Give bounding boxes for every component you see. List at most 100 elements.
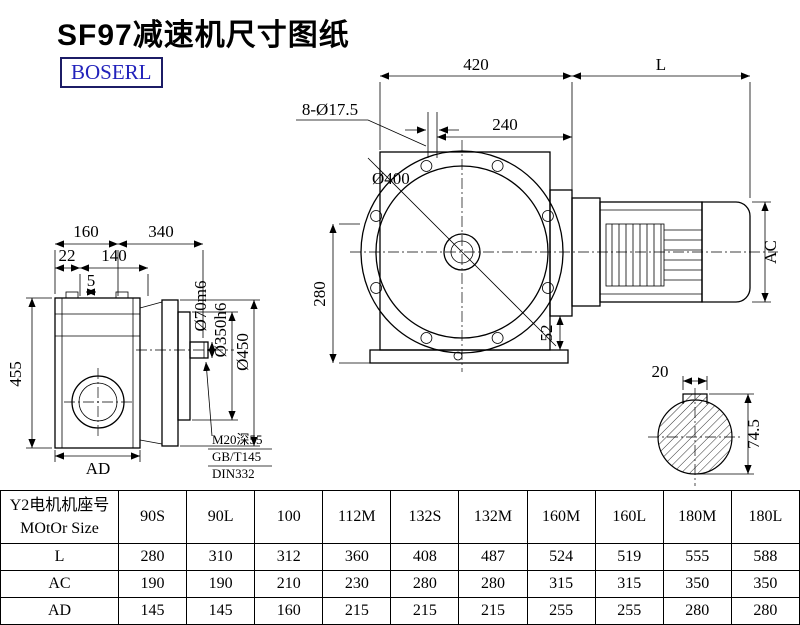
dim-450: Ø450	[180, 299, 260, 447]
table-cell: 280	[730, 597, 800, 625]
table-cell: 190	[186, 570, 256, 598]
table-cell: 519	[594, 543, 664, 571]
dim-240: 240	[437, 115, 572, 141]
dim-22-label: 22	[59, 246, 76, 265]
thread-note-line1: M20深55	[212, 432, 263, 447]
table-cell: 487	[458, 543, 528, 571]
dim-74-5-label: 74.5	[744, 419, 763, 449]
column-header: 132S	[390, 490, 460, 544]
column-header: 160M	[526, 490, 596, 544]
table-header-en: MOtOr Size	[20, 520, 99, 537]
dim-L: L	[572, 55, 751, 198]
thread-note: M20深55 GB/T145 DIN332	[203, 361, 272, 481]
column-header: 100	[254, 490, 324, 544]
dim-70m6: Ø70m6	[191, 281, 216, 358]
dim-450-label: Ø450	[233, 333, 252, 371]
dim-20-label: 20	[652, 362, 669, 381]
column-header: 112M	[322, 490, 392, 544]
table-cell: 350	[730, 570, 800, 598]
column-header: 160L	[594, 490, 664, 544]
table-cell: 555	[662, 543, 732, 571]
dim-350h6-label: Ø350h6	[211, 303, 230, 358]
table-row-AD: AD 145 145 160 215 215 215 255 255 280 2…	[0, 597, 800, 625]
dim-AD: AD	[54, 450, 141, 478]
dim-52-label: 52	[537, 325, 556, 342]
dim-140-label: 140	[101, 246, 127, 265]
dim-70m6-label: Ø70m6	[191, 281, 210, 332]
dim-280-label: 280	[310, 281, 329, 307]
table-cell: 255	[526, 597, 596, 625]
dim-340-label: 340	[148, 222, 174, 241]
thread-note-line2: GB/T145	[212, 449, 261, 464]
column-header: 180L	[730, 490, 800, 544]
table-cell: 145	[186, 597, 256, 625]
column-header: 90L	[186, 490, 256, 544]
dim-74-5: 74.5	[697, 393, 763, 475]
column-header: 90S	[117, 490, 188, 544]
dim-455-label: 455	[6, 361, 25, 387]
column-header: 132M	[458, 490, 528, 544]
dim-420-label: 420	[463, 55, 489, 74]
table-cell: 588	[730, 543, 800, 571]
thread-note-line3: DIN332	[212, 466, 255, 481]
dim-400: Ø400	[367, 157, 557, 347]
table-header-motor-size: Y2电机机座号 MOtOr Size	[0, 490, 119, 544]
dim-340: 340	[118, 222, 204, 338]
table-cell: 160	[254, 597, 324, 625]
table-cell: 280	[662, 597, 732, 625]
dimension-drawing: 420 L 8-Ø17.5 240 Ø400 280	[6, 55, 780, 486]
dim-20: 20	[652, 362, 708, 390]
motor-winding-lines	[611, 224, 662, 286]
page-title: SF97减速机尺寸图纸	[57, 19, 350, 52]
table-cell: 350	[662, 570, 732, 598]
table-cell: 408	[390, 543, 460, 571]
row-label: AC	[0, 570, 119, 598]
table-cell: 215	[458, 597, 528, 625]
table-cell: 190	[117, 570, 188, 598]
bolt-holes	[370, 160, 554, 344]
dim-bolt-holes: 8-Ø17.5	[296, 100, 459, 147]
table-cell: 312	[254, 543, 324, 571]
shaft-section-view	[648, 388, 742, 486]
dim-240-label: 240	[492, 115, 518, 134]
table-row-L: L 280 310 312 360 408 487 524 519 555 58…	[0, 543, 800, 571]
dim-455: 455	[6, 297, 52, 449]
dim-AC-label: AC	[761, 240, 780, 264]
motor-view	[571, 197, 751, 307]
dim-400-label: Ø400	[372, 169, 410, 188]
dim-280: 280	[310, 223, 370, 364]
dim-52: 52	[537, 315, 566, 350]
dim-22: 22	[55, 246, 81, 296]
table-header-cn: Y2电机机座号	[9, 497, 110, 514]
table-cell: 280	[390, 570, 460, 598]
table-cell: 360	[322, 543, 392, 571]
row-label: L	[0, 543, 119, 571]
dim-bolt-holes-label: 8-Ø17.5	[302, 100, 358, 119]
row-label: AD	[0, 597, 119, 625]
dim-AC: AC	[752, 201, 780, 303]
dim-5: 5	[86, 271, 96, 296]
main-centerline	[350, 140, 778, 372]
dim-140: 140	[80, 246, 149, 296]
table-cell: 315	[594, 570, 664, 598]
table-row-AC: AC 190 190 210 230 280 280 315 315 350 3…	[0, 570, 800, 598]
motor-size-table: Y2电机机座号 MOtOr Size 90S 90L 100 112M 132S…	[0, 490, 800, 625]
table-header-row: Y2电机机座号 MOtOr Size 90S 90L 100 112M 132S…	[0, 490, 800, 544]
table-cell: 255	[594, 597, 664, 625]
table-cell: 145	[117, 597, 188, 625]
dim-5-label: 5	[87, 271, 96, 290]
table-cell: 215	[322, 597, 392, 625]
brand-logo: BOSERL	[60, 57, 163, 88]
dim-160-label: 160	[73, 222, 99, 241]
side-view	[54, 291, 234, 449]
dim-350h6: Ø350h6	[192, 303, 238, 421]
table-cell: 280	[117, 543, 188, 571]
motor-fin-lines	[664, 229, 702, 281]
dim-AD-label: AD	[86, 459, 111, 478]
dim-160: 160	[54, 222, 119, 296]
table-cell: 315	[526, 570, 596, 598]
column-header: 180M	[662, 490, 732, 544]
table-cell: 215	[390, 597, 460, 625]
table-cell: 524	[526, 543, 596, 571]
